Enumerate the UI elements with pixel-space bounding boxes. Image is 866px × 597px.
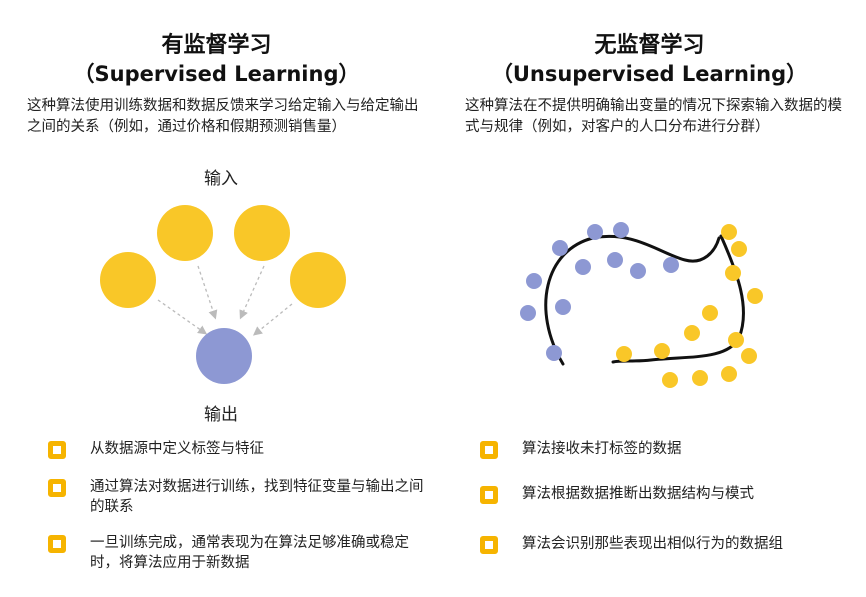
arrow-4	[252, 303, 293, 336]
input-node-1	[100, 252, 156, 308]
output-node	[196, 328, 252, 384]
arrow-1	[157, 299, 208, 335]
output-label: 输出	[204, 405, 238, 425]
unsupervised-title-en: （Unsupervised Learning）	[491, 62, 808, 86]
input-node-3	[234, 205, 290, 261]
purple-data-point	[552, 240, 568, 256]
bullet-text: 一旦训练完成，通常表现为在算法足够准确或稳定时，将算法应用于新数据	[90, 535, 409, 571]
cluster-boundary-curve-2	[611, 234, 746, 364]
input-label: 输入	[204, 169, 238, 189]
input-node-2	[157, 205, 213, 261]
bullet-text: 算法根据数据推断出数据结构与模式	[522, 486, 754, 502]
arrow-3	[239, 265, 265, 320]
yellow-data-point	[654, 343, 670, 359]
yellow-data-point	[684, 325, 700, 341]
supervised-bullet-1: 从数据源中定义标签与特征	[48, 439, 428, 459]
yellow-data-point	[728, 332, 744, 348]
purple-data-point	[663, 257, 679, 273]
bullet-text: 从数据源中定义标签与特征	[90, 441, 264, 457]
yellow-data-point	[616, 346, 632, 362]
purple-data-point	[526, 273, 542, 289]
checkbox-icon	[480, 441, 498, 459]
checkbox-icon	[480, 536, 498, 554]
bullet-text: 算法会识别那些表现出相似行为的数据组	[522, 536, 783, 552]
yellow-data-point	[731, 241, 747, 257]
purple-data-point	[630, 263, 646, 279]
yellow-data-point	[741, 348, 757, 364]
bullet-text: 通过算法对数据进行训练，找到特征变量与输出之间的联系	[90, 479, 424, 515]
supervised-title: 有监督学习	[161, 33, 272, 58]
yellow-data-point	[702, 305, 718, 321]
yellow-cluster	[616, 224, 763, 388]
unsupervised-bullet-3: 算法会识别那些表现出相似行为的数据组	[480, 534, 850, 554]
supervised-bullet-3: 一旦训练完成，通常表现为在算法足够准确或稳定时，将算法应用于新数据	[48, 533, 428, 573]
yellow-data-point	[662, 372, 678, 388]
supervised-title-en: （Supervised Learning）	[73, 62, 360, 86]
unsupervised-bullet-2: 算法根据数据推断出数据结构与模式	[480, 484, 850, 504]
purple-data-point	[575, 259, 591, 275]
purple-data-point	[613, 222, 629, 238]
cluster-boundary-curve-1	[544, 235, 721, 366]
checkbox-icon	[48, 535, 66, 553]
purple-data-point	[587, 224, 603, 240]
supervised-diagram	[100, 205, 346, 384]
yellow-data-point	[725, 265, 741, 281]
purple-data-point	[555, 299, 571, 315]
unsupervised-title: 无监督学习	[594, 33, 705, 58]
bullet-text: 算法接收未打标签的数据	[522, 441, 682, 457]
yellow-data-point	[721, 366, 737, 382]
yellow-data-point	[747, 288, 763, 304]
arrow-2	[197, 265, 218, 320]
purple-data-point	[520, 305, 536, 321]
unsupervised-description: 这种算法在不提供明确输出变量的情况下探索输入数据的模式与规律（例如，对客户的人口…	[465, 98, 842, 135]
purple-cluster	[520, 222, 679, 361]
yellow-data-point	[721, 224, 737, 240]
yellow-data-point	[692, 370, 708, 386]
checkbox-icon	[48, 441, 66, 459]
purple-data-point	[607, 252, 623, 268]
supervised-bullet-2: 通过算法对数据进行训练，找到特征变量与输出之间的联系	[48, 477, 428, 517]
input-node-4	[290, 252, 346, 308]
unsupervised-bullet-1: 算法接收未打标签的数据	[480, 439, 850, 459]
checkbox-icon	[480, 486, 498, 504]
checkbox-icon	[48, 479, 66, 497]
supervised-description: 这种算法使用训练数据和数据反馈来学习给定输入与给定输出之间的关系（例如，通过价格…	[27, 98, 419, 135]
supervised-arrows	[157, 265, 293, 336]
cluster-diagram	[520, 222, 763, 388]
purple-data-point	[546, 345, 562, 361]
